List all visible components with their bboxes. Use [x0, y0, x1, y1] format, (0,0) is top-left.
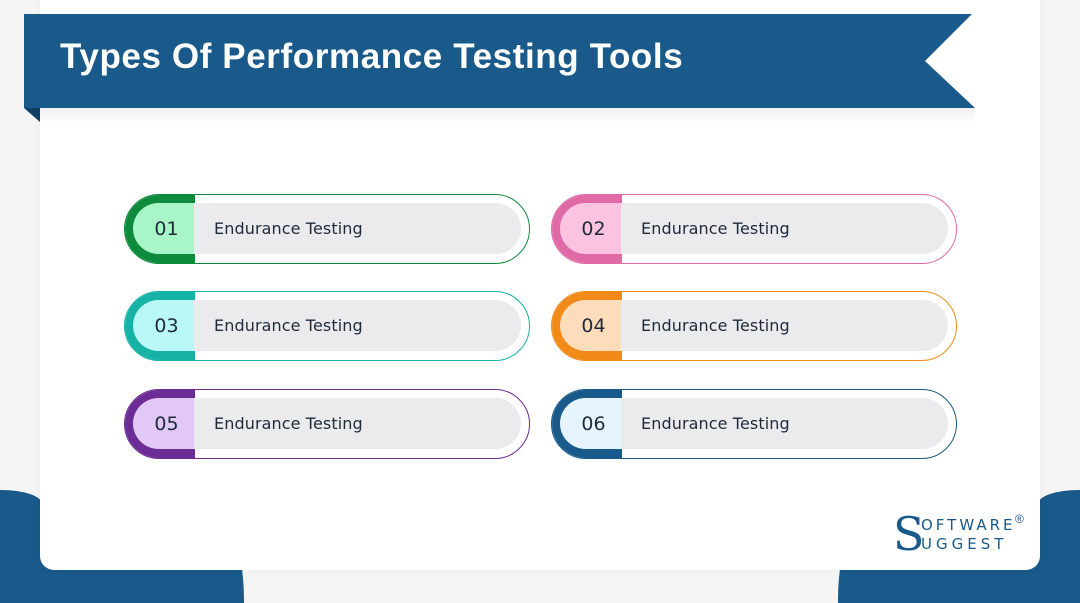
item-label: Endurance Testing — [621, 398, 948, 449]
item-label: Endurance Testing — [194, 203, 521, 254]
ribbon-fold — [24, 108, 40, 122]
title-ribbon — [24, 14, 975, 108]
ribbon-shadow — [40, 108, 975, 124]
item-label: Endurance Testing — [621, 300, 948, 351]
list-item: 01 Endurance Testing — [124, 194, 530, 264]
page-title: Types Of Performance Testing Tools — [60, 37, 684, 76]
registered-mark-icon: ® — [1015, 512, 1024, 526]
softwaresuggest-logo: S OFTWARE UGGEST ® — [893, 508, 1033, 560]
item-label: Endurance Testing — [194, 398, 521, 449]
list-item: 02 Endurance Testing — [551, 194, 957, 264]
logo-initial: S — [893, 507, 925, 561]
item-number: 02 — [560, 203, 621, 254]
item-number: 04 — [560, 300, 621, 351]
list-item: 05 Endurance Testing — [124, 389, 530, 459]
item-label: Endurance Testing — [194, 300, 521, 351]
list-item: 06 Endurance Testing — [551, 389, 957, 459]
logo-line-1: OFTWARE — [921, 516, 1016, 534]
item-number: 06 — [560, 398, 621, 449]
item-number: 01 — [133, 203, 194, 254]
list-item: 03 Endurance Testing — [124, 291, 530, 361]
item-label: Endurance Testing — [621, 203, 948, 254]
item-number: 03 — [133, 300, 194, 351]
list-item: 04 Endurance Testing — [551, 291, 957, 361]
logo-line-2: UGGEST — [921, 535, 1008, 553]
item-number: 05 — [133, 398, 194, 449]
